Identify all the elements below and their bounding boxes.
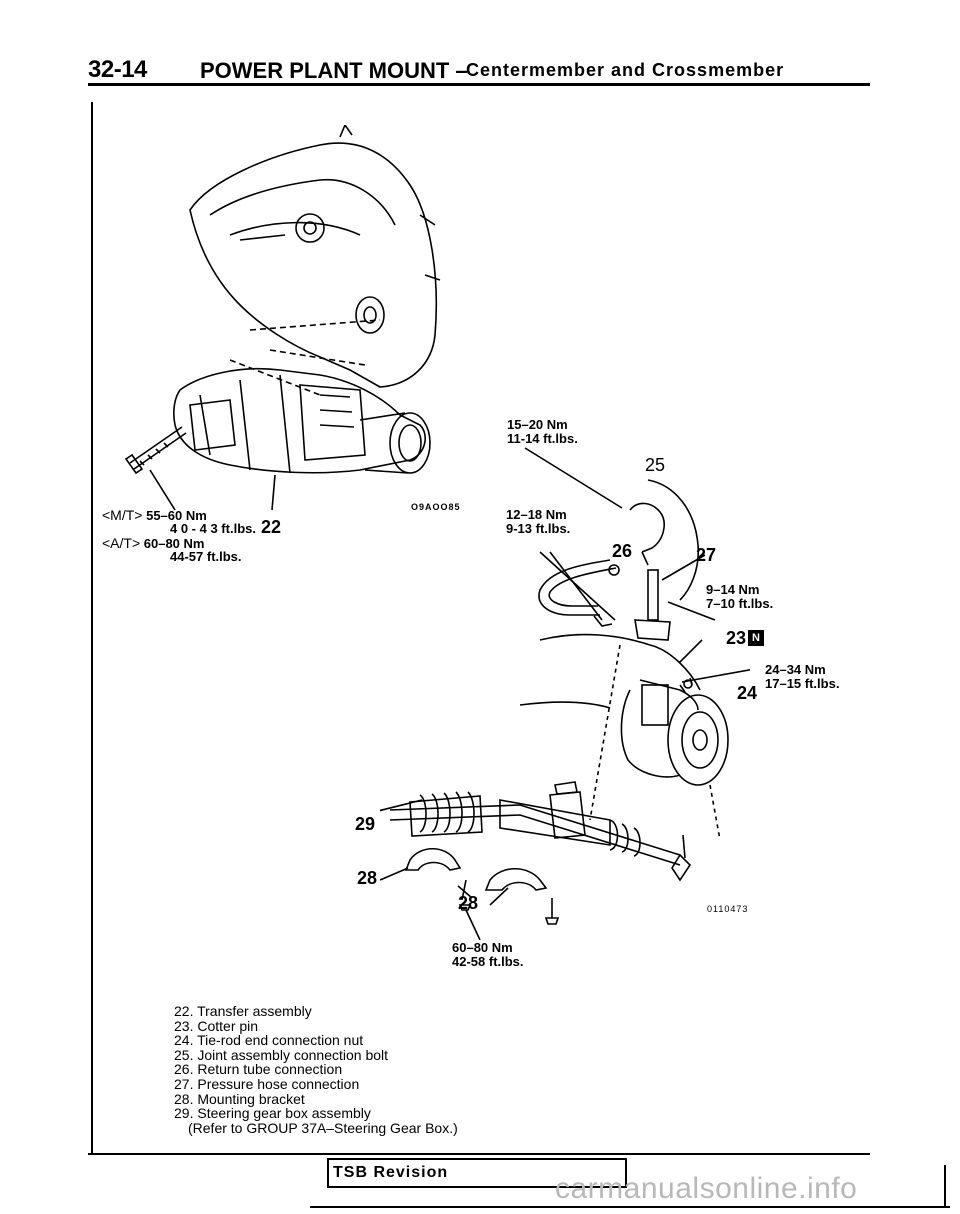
callout-28-left: 28 [357, 868, 378, 888]
legend-item: 22. Transfer assembly [174, 1003, 312, 1019]
bottom-rule [310, 1206, 950, 1208]
legend-item: 23. Cotter pin [174, 1017, 259, 1034]
footer-rule [88, 1153, 870, 1155]
legend-reference: (Refer to GROUP 37A–Steering Gear Box.) [188, 1119, 458, 1136]
at-torque-nm: 60–80 Nm [143, 536, 205, 551]
legend-item: 27. Pressure hose connection [174, 1075, 360, 1092]
page-number: 32-14 [88, 56, 147, 83]
torque-27-nm: 9–14 Nm [706, 582, 760, 597]
legend-item: 25. Joint assembly connection bolt [174, 1046, 389, 1063]
legend-item: 29. Steering gear box assembly [174, 1105, 371, 1122]
legend-item: 26. Return tube connection [174, 1061, 343, 1078]
watermark: carmanualsonline.info [555, 1172, 858, 1205]
torque-28-ftlbs: 42-58 ft.lbs. [452, 954, 524, 969]
mt-torque-label: <M/T> 55–60 Nm [102, 508, 207, 523]
callout-27: 27 [696, 545, 717, 565]
callout-26: 26 [612, 541, 633, 561]
torque-24-ftlbs: 17–15 ft.lbs. [765, 676, 840, 691]
tsb-revision-label: TSB Revision [333, 1164, 449, 1181]
right-margin-mark [944, 1165, 946, 1207]
callout-22: 22 [261, 517, 282, 537]
callout-23: 23 [726, 628, 747, 648]
at-torque-label: <A/T> 60–80 Nm [102, 536, 204, 551]
mt-torque-nm: 55–60 Nm [146, 508, 207, 523]
transfer-assembly-illustration [124, 125, 441, 511]
legend-item: 24. Tie-rod end connection nut [174, 1032, 364, 1049]
torque-24-nm: 24–34 Nm [765, 662, 826, 677]
tsb-revision-box [327, 1158, 627, 1188]
left-margin-rule [91, 102, 93, 1154]
torque-26-ftlbs: 9-13 ft.lbs. [506, 521, 571, 536]
at-prefix: <A/T> [102, 535, 141, 551]
callout-28-right: 28 [458, 893, 479, 913]
torque-25-nm: 15–20 Nm [507, 417, 568, 432]
mt-torque-ftlbs: 4 0 - 4 3 ft.lbs. [170, 521, 256, 536]
callout-25: 25 [645, 455, 666, 475]
parts-legend: 22. Transfer assembly 23. Cotter pin 24.… [174, 1004, 458, 1135]
steering-gear-illustration [380, 447, 750, 940]
legend-item: 28. Mounting bracket [174, 1090, 305, 1107]
figure-code-transfer: O9AOO85 [411, 502, 461, 512]
callout-23-badge: N [748, 630, 764, 646]
subsection-title: Centermember and Crossmember [466, 60, 785, 80]
callout-29: 29 [355, 814, 376, 834]
torque-28-nm: 60–80 Nm [452, 940, 513, 955]
torque-26-nm: 12–18 Nm [506, 507, 567, 522]
torque-27-ftlbs: 7–10 ft.lbs. [706, 596, 774, 611]
mt-prefix: <M/T> [102, 507, 143, 523]
at-torque-ftlbs: 44-57 ft.lbs. [170, 549, 242, 564]
torque-25-ftlbs: 11-14 ft.lbs. [507, 431, 578, 446]
figure-code-steering: 0110473 [707, 904, 749, 914]
header-rule [88, 83, 870, 86]
callout-24: 24 [737, 683, 758, 703]
section-title: POWER PLANT MOUNT – [200, 58, 468, 83]
